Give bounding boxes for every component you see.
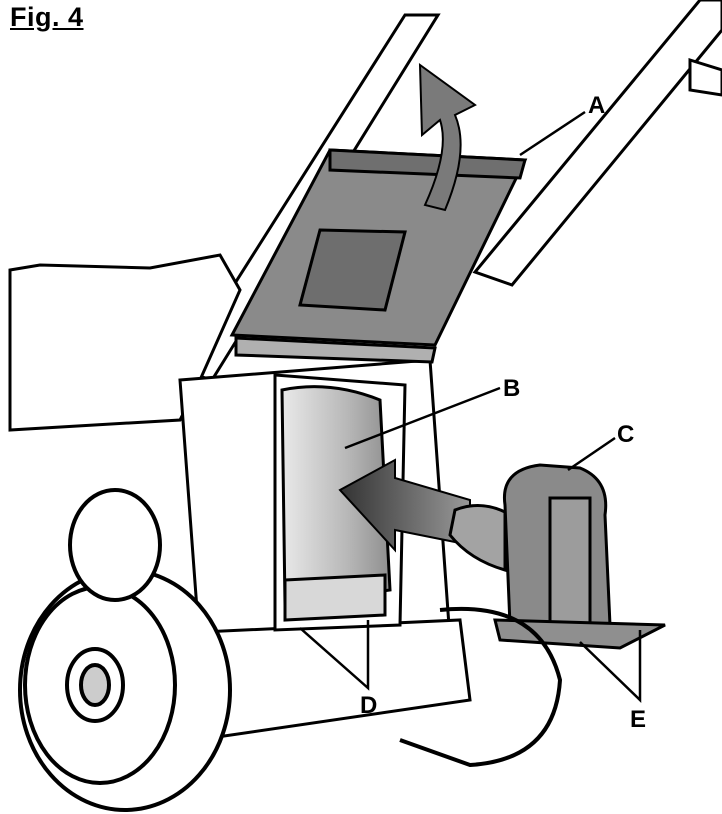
- callout-e: E: [630, 706, 646, 733]
- rear-flap: [229, 148, 528, 364]
- callout-d: D: [360, 692, 377, 719]
- callout-c: C: [617, 421, 634, 448]
- lift-arrow-icon: [418, 62, 477, 212]
- rear-wheel: [399, 606, 563, 768]
- figure-title: Fig. 4: [10, 2, 84, 32]
- mulching-plug: [448, 463, 666, 650]
- leader-lines: [299, 110, 642, 703]
- side-wheel: [68, 488, 162, 602]
- callout-b: B: [503, 375, 520, 402]
- front-wheel: [18, 568, 232, 812]
- discharge-opening: [273, 373, 407, 632]
- callout-a: A: [588, 92, 605, 119]
